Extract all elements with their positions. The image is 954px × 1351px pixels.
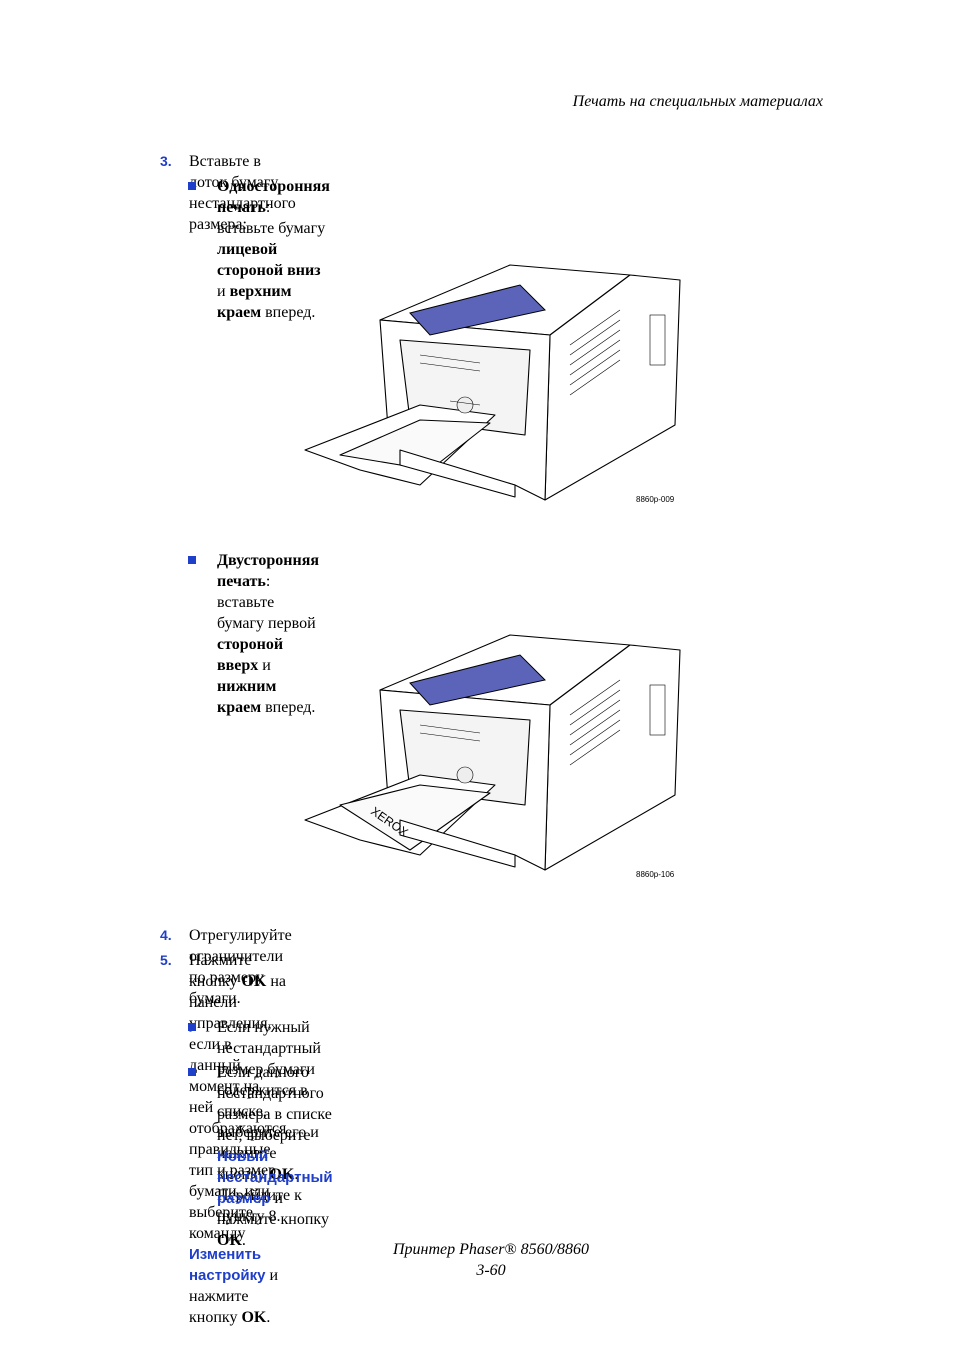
text-run: Двусторонняя печать	[217, 552, 320, 590]
step-number: 3.	[160, 153, 172, 169]
text-run: OK	[269, 1166, 295, 1183]
text-run: выберите его и нажмите кнопку	[217, 1124, 319, 1183]
text-run: краем	[217, 304, 262, 321]
text-run: лицевой стороной вниз	[217, 241, 321, 279]
figure-code: 8860p-106	[636, 870, 675, 879]
control-panel-display	[409, 654, 547, 706]
step-line: Нажмите кнопку OK на панели управления, …	[189, 950, 286, 1118]
bullet-text: Двусторонняя печать: вставьте бумагу пер…	[217, 550, 319, 718]
text-run: отображаются правильные тип и размер бум…	[189, 1120, 287, 1242]
step-number: 5.	[160, 952, 172, 968]
text-run: вперед.	[261, 304, 316, 321]
printer-drawing	[304, 264, 681, 501]
ui-command-link: Изменить настройку	[189, 1246, 266, 1284]
text-run: верхним	[229, 283, 292, 300]
text-run: стороной вверх	[217, 636, 284, 674]
bullet-line: краем вперед.	[217, 302, 330, 323]
step-text: Отрегулируйте ограничители по размеру бу…	[189, 927, 292, 1007]
footer-product: Принтер Phaser® 8560/8860	[392, 1241, 590, 1258]
footer-page-number: 3-60	[476, 1262, 506, 1279]
text-run: вперед.	[261, 699, 316, 716]
text-run: Нажмите кнопку	[189, 952, 252, 990]
step-text: Вставьте в лоток бумагу нестандартного р…	[189, 153, 296, 233]
text-run: .	[241, 1232, 246, 1249]
printer-illustration-duplex: XEROX 8860p-106	[300, 625, 690, 885]
bullet-line: Если данного нестандартного размера в сп…	[217, 1062, 333, 1146]
text-run: . Перейдите к пункту 8.	[217, 1166, 302, 1225]
bullet-line: выберите его и нажмите кнопку OK. Перейд…	[217, 1122, 321, 1227]
ui-command-link: Новый нестандартный размер	[217, 1148, 333, 1207]
text-run: краем	[217, 699, 262, 716]
text-run: OK	[241, 1309, 267, 1326]
text-run: : вставьте бумагу	[217, 199, 326, 237]
bullet-square-icon	[188, 1068, 196, 1076]
text-run: : вставьте бумагу первой	[217, 573, 316, 632]
printer-drawing: XEROX	[304, 634, 681, 871]
text-run: Односторонняя печать	[217, 178, 330, 216]
bullet-square-icon	[188, 1023, 196, 1031]
bullet-square-icon	[188, 182, 196, 190]
bullet-text: Если нужный нестандартный размер бумаги …	[217, 1017, 321, 1227]
step-text: Нажмите кнопку OK на панели управления, …	[189, 950, 286, 1328]
text-run: и	[258, 657, 271, 674]
printer-illustration-simplex: 8860p-009	[300, 255, 690, 515]
text-run: и	[217, 283, 230, 300]
bullet-line: Односторонняя печать: вставьте бумагу ли…	[217, 176, 330, 302]
step-line: Изменить настройку и нажмите кнопку OK.	[189, 1244, 286, 1328]
bullet-text: Односторонняя печать: вставьте бумагу ли…	[217, 176, 330, 323]
figure-code: 8860p-009	[636, 495, 675, 504]
text-run: и нажмите кнопку	[189, 1267, 279, 1326]
text-run: и нажмите кнопку	[217, 1190, 329, 1228]
text-run: нижним	[217, 678, 277, 695]
step-line: отображаются правильные тип и размер бум…	[189, 1118, 286, 1244]
text-run: OK	[217, 1232, 242, 1249]
running-header: Печать на специальных материалах	[572, 93, 823, 110]
text-run: Если данного нестандартного размера в сп…	[217, 1064, 332, 1144]
text-run: .	[266, 1309, 271, 1326]
bullet-line: Двусторонняя печать: вставьте бумагу пер…	[217, 550, 319, 697]
bullet-square-icon	[188, 556, 196, 564]
text-run: OK	[241, 973, 267, 990]
bullet-line: краем вперед.	[217, 697, 319, 718]
bullet-line: Если нужный нестандартный размер бумаги …	[217, 1017, 321, 1122]
text-run: Если нужный нестандартный размер бумаги …	[217, 1019, 321, 1120]
bullet-line: Новый нестандартный размер и нажмите кно…	[217, 1146, 333, 1251]
bullet-text: Если данного нестандартного размера в сп…	[217, 1062, 333, 1251]
text-run: на панели управления, если в данный моме…	[189, 973, 287, 1116]
step-number: 4.	[160, 927, 172, 943]
control-panel-display	[409, 284, 547, 336]
